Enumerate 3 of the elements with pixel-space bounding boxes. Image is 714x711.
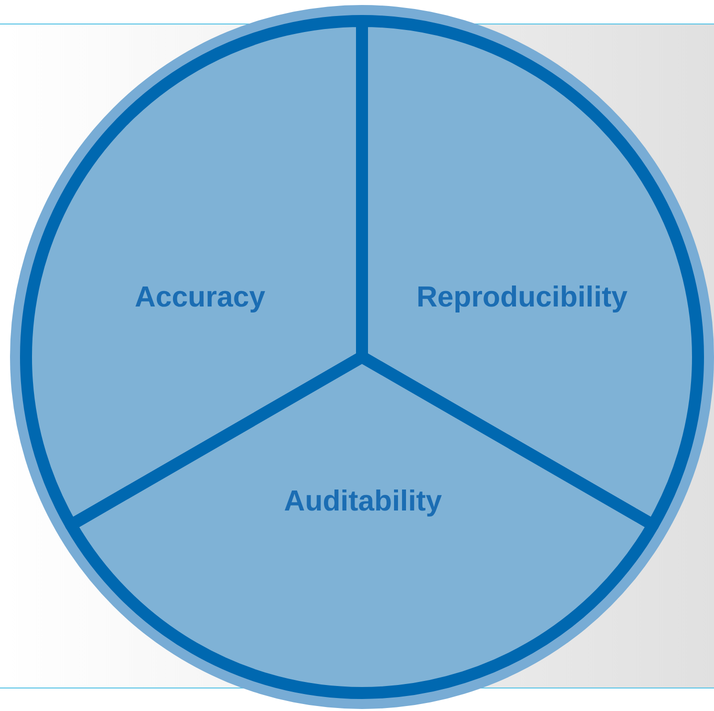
segment-label: Auditability [284, 486, 442, 518]
segment-label: Accuracy [134, 282, 266, 314]
segment-label: Reproducibility [416, 282, 628, 314]
